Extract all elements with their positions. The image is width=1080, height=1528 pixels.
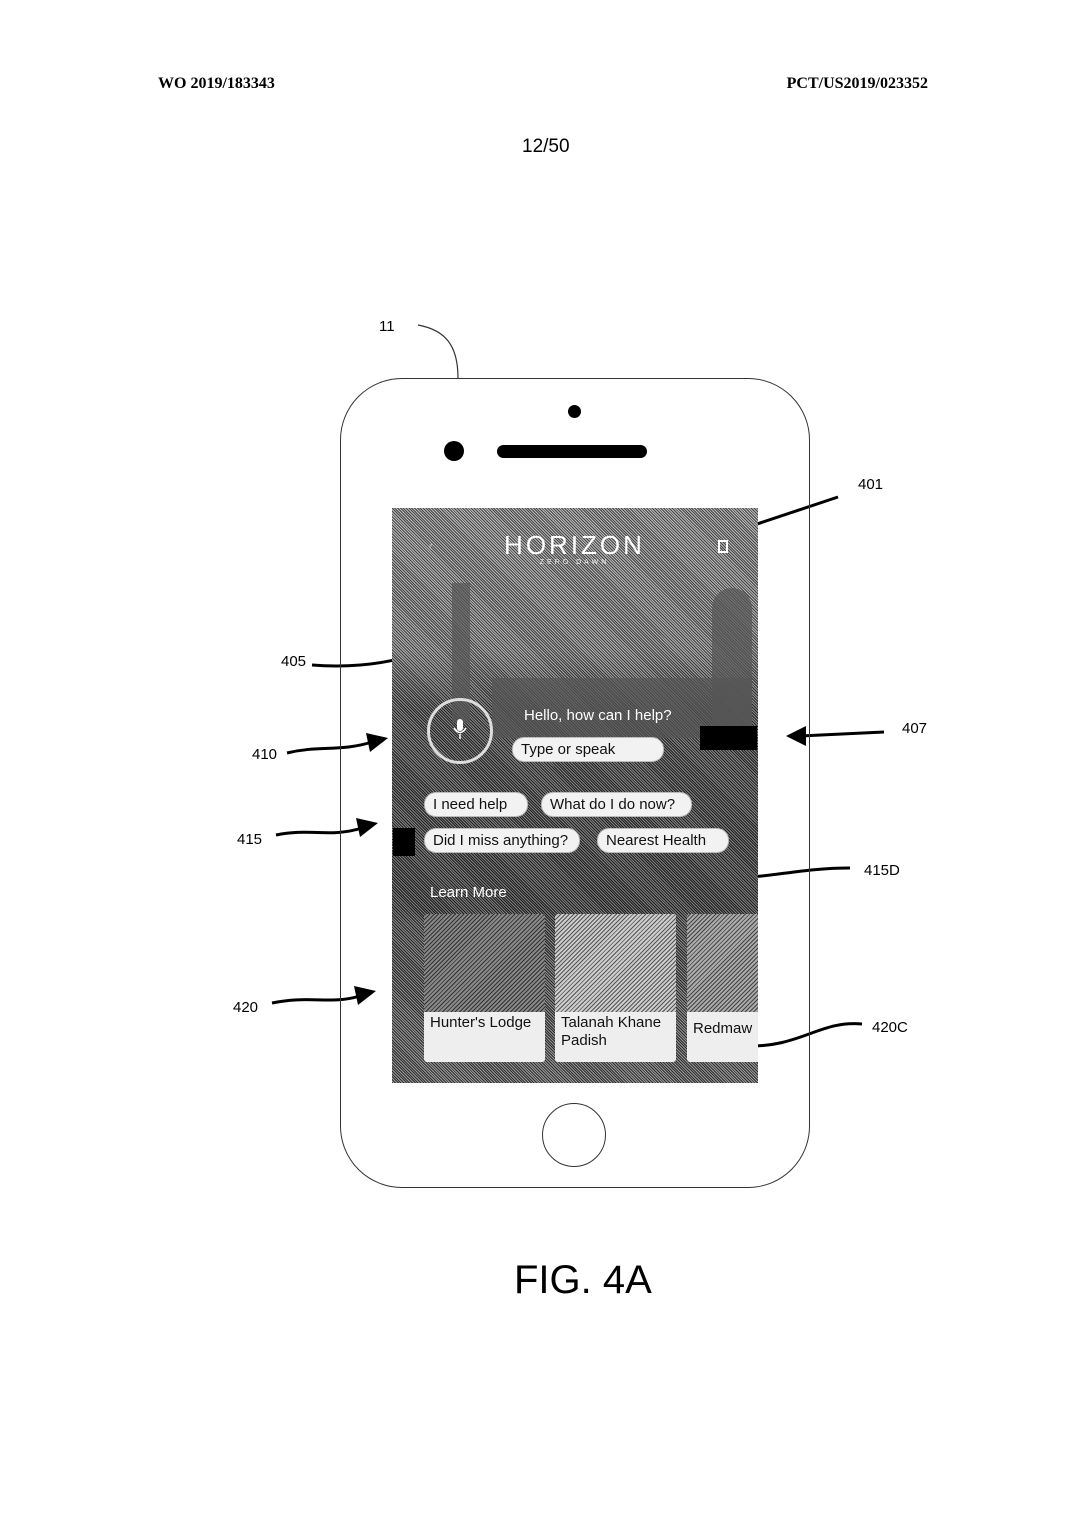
card-hunters-lodge[interactable]: Hunter's Lodge	[424, 914, 545, 1062]
ref-420c: 420C	[872, 1019, 908, 1036]
speaker-grille	[497, 445, 647, 458]
card-image	[687, 914, 758, 1012]
ref-407: 407	[902, 720, 928, 737]
arrow-410	[286, 740, 373, 755]
leader-11	[417, 324, 459, 379]
card-title: Redmaw	[693, 1020, 753, 1037]
chip-nearest-health[interactable]: Nearest Health	[597, 828, 729, 853]
query-input[interactable]: Type or speak	[512, 737, 664, 762]
ref-415d: 415D	[864, 862, 900, 879]
ref-11: 11	[379, 318, 395, 335]
arrow-401	[744, 495, 839, 530]
card-title: Hunter's Lodge	[430, 1014, 532, 1031]
home-button[interactable]	[542, 1103, 606, 1167]
card-title: Talanah Khane Padish	[561, 1014, 662, 1049]
microphone-icon	[453, 719, 467, 739]
arrow-420	[271, 994, 361, 1005]
ref-420: 420	[233, 999, 259, 1016]
front-sensor-icon	[568, 405, 581, 418]
app-screen: ‹ HORIZON ZERO DAWN Hello, how can I hel…	[392, 508, 758, 1083]
ref-405: 405	[281, 653, 307, 670]
card-image	[555, 914, 676, 1012]
app-logo-subtitle: ZERO DAWN	[539, 559, 610, 566]
bookmark-icon[interactable]	[718, 540, 728, 553]
chip-what-do-i-do-now[interactable]: What do I do now?	[541, 792, 692, 817]
redacted-block	[700, 726, 757, 750]
chip-i-need-help[interactable]: I need help	[424, 792, 528, 817]
mic-button[interactable]	[427, 698, 493, 764]
card-talanah-khane-padish[interactable]: Talanah Khane Padish	[555, 914, 676, 1062]
assistant-greeting: Hello, how can I help?	[524, 707, 672, 724]
ref-415: 415	[237, 831, 263, 848]
figure-label: FIG. 4A	[514, 1258, 652, 1302]
application-number: PCT/US2019/023352	[786, 75, 928, 92]
sheet-number: 12/50	[522, 136, 570, 157]
app-logo: HORIZON	[504, 530, 645, 560]
ref-401: 401	[858, 476, 884, 493]
arrow-407	[799, 730, 885, 738]
phone-outline	[340, 378, 810, 1188]
redacted-block	[393, 828, 415, 856]
card-image	[424, 914, 545, 1012]
ref-410: 410	[252, 746, 278, 763]
learn-more-heading: Learn More	[430, 884, 507, 901]
camera-icon	[444, 441, 464, 461]
card-redmaw[interactable]: Redmaw	[687, 914, 758, 1062]
arrow-415	[275, 826, 363, 837]
chip-did-i-miss-anything[interactable]: Did I miss anything?	[424, 828, 580, 853]
publication-number: WO 2019/183343	[158, 75, 275, 92]
back-chevron-icon[interactable]: ‹	[428, 538, 434, 555]
arrow-420c	[744, 1022, 863, 1048]
